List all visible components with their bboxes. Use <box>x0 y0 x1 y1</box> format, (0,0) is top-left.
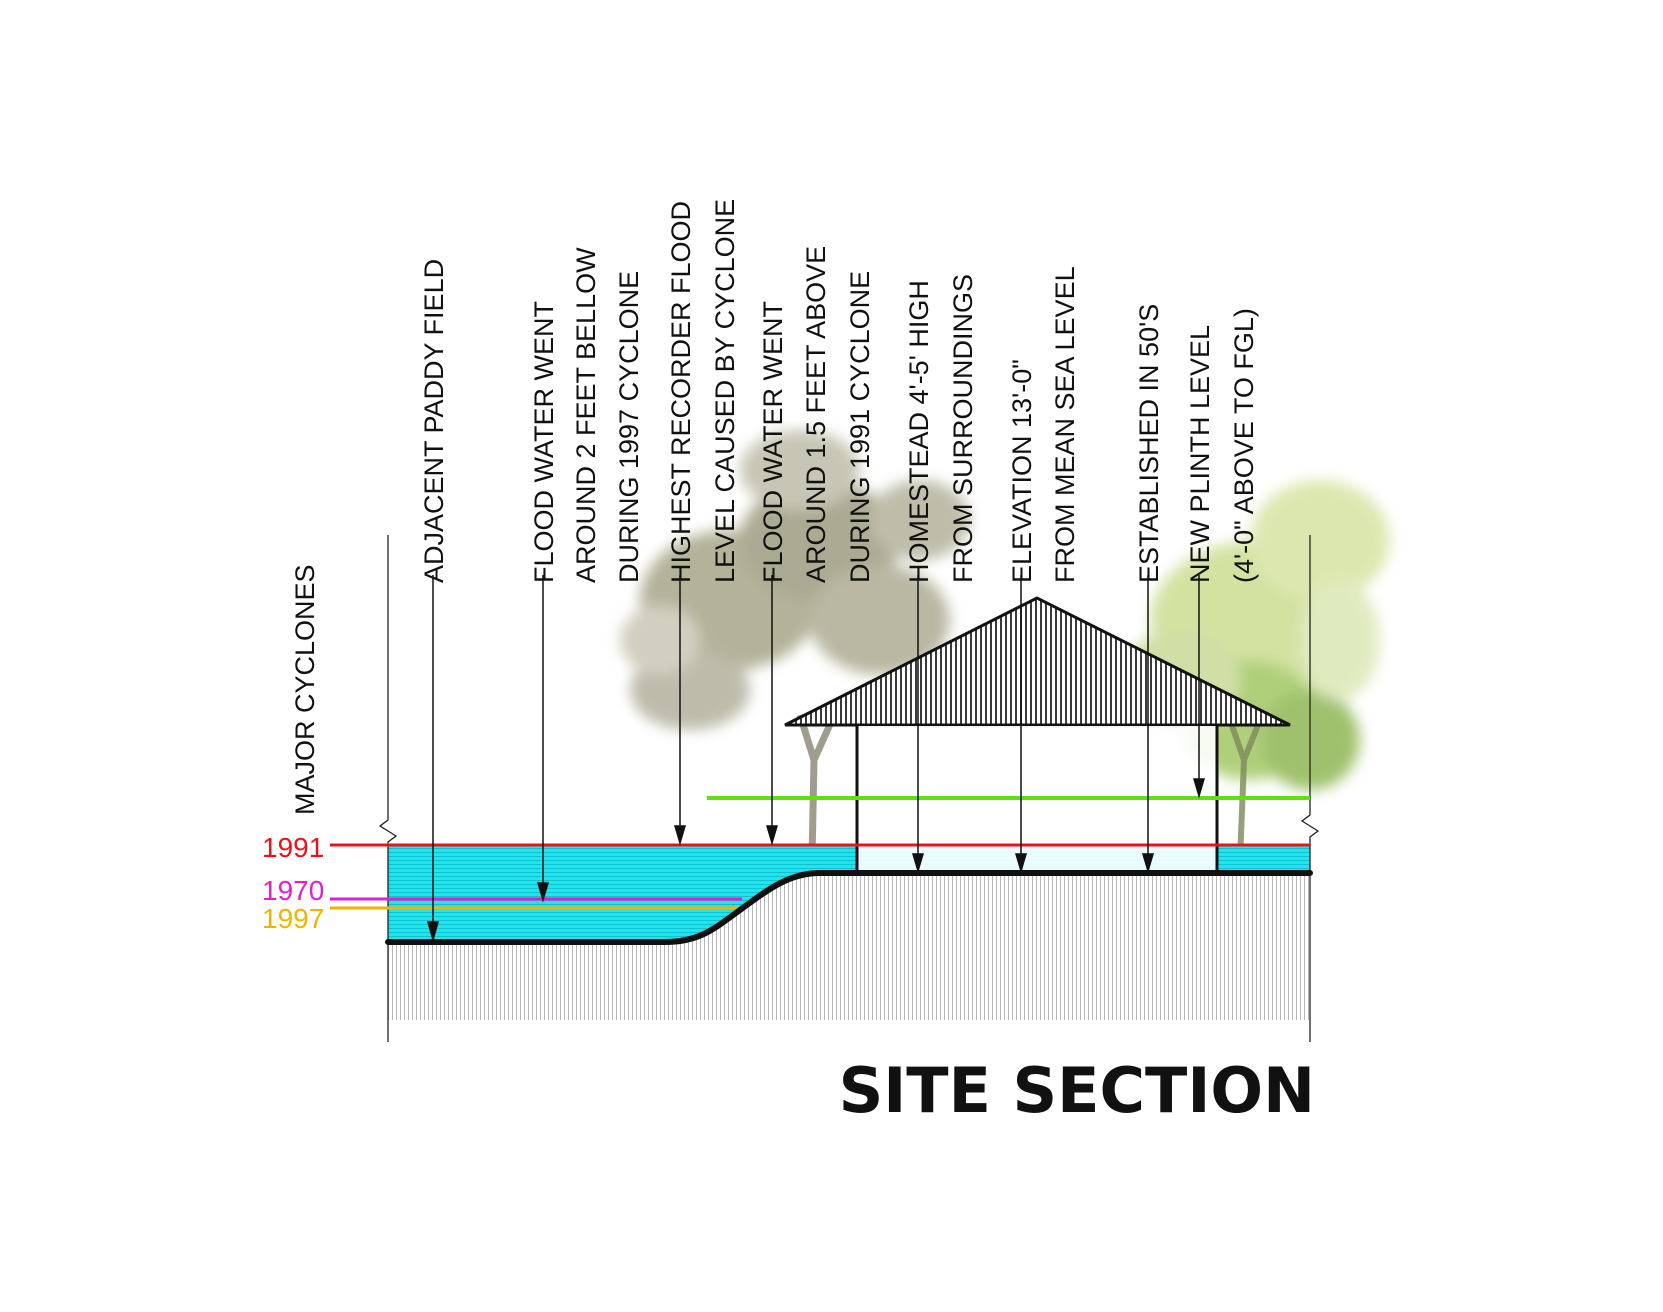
ground-fill <box>388 873 1310 1020</box>
year-label-1997: 1997 <box>262 903 324 934</box>
year-label-1970: 1970 <box>262 875 324 906</box>
arrow-flood1997 <box>536 575 550 903</box>
annotation-elevation-line-1: ELEVATION 13'-0" <box>1007 359 1037 583</box>
annotation-plinth-line-2: (4'-0" ABOVE TO FGL) <box>1229 308 1259 583</box>
annotation-highest-line-1: HIGHEST RECORDER FLOOD <box>666 201 696 583</box>
annotation-elevation-line-2: FROM MEAN SEA LEVEL <box>1050 266 1080 583</box>
annotation-highest-line-2: LEVEL CAUSED BY CYCLONE <box>710 199 740 583</box>
annotation-paddy-line-1: ADJACENT PADDY FIELD <box>419 259 449 583</box>
tree-left-trunk <box>796 713 836 861</box>
major-cyclones-label: MAJOR CYCLONES <box>290 564 320 815</box>
arrow-elevation <box>1014 575 1028 874</box>
annotation-flood1997-line-2: AROUND 2 FEET BELLOW <box>571 247 601 583</box>
arrow-highest <box>673 575 687 846</box>
roof <box>784 596 1291 727</box>
annotation-plinth-line-1: NEW PLINTH LEVEL <box>1185 325 1215 583</box>
annotation-flood1991-line-3: DURING 1991 CYCLONE <box>845 271 875 583</box>
year-label-1991: 1991 <box>262 832 324 863</box>
tree-left-canopy <box>620 430 970 730</box>
annotation-flood1991-line-1: FLOOD WATER WENT <box>758 301 788 583</box>
ground-profile-line <box>385 870 1313 945</box>
arrow-established <box>1141 575 1155 874</box>
arrow-flood1991 <box>765 575 779 846</box>
annotation-established-line-1: ESTABLISHED IN 50'S <box>1134 304 1164 583</box>
annotations: ADJACENT PADDY FIELD FLOOD WATER WENT AROU… <box>419 199 1259 583</box>
annotation-flood1997-line-3: DURING 1997 CYCLONE <box>614 271 644 583</box>
annotation-homestead-line-2: FROM SURROUNDINGS <box>948 274 978 583</box>
arrow-paddy <box>427 575 439 943</box>
diagram-title: SITE SECTION <box>839 1054 1315 1127</box>
annotation-flood1991-line-2: AROUND 1.5 FEET ABOVE <box>801 246 831 583</box>
leader-arrows <box>427 575 1206 943</box>
arrow-homestead <box>911 575 925 874</box>
annotation-flood1997-line-1: FLOOD WATER WENT <box>529 301 559 583</box>
arrow-plinth <box>1192 575 1206 799</box>
annotation-homestead-line-1: HOMESTEAD 4'-5' HIGH <box>904 280 934 583</box>
